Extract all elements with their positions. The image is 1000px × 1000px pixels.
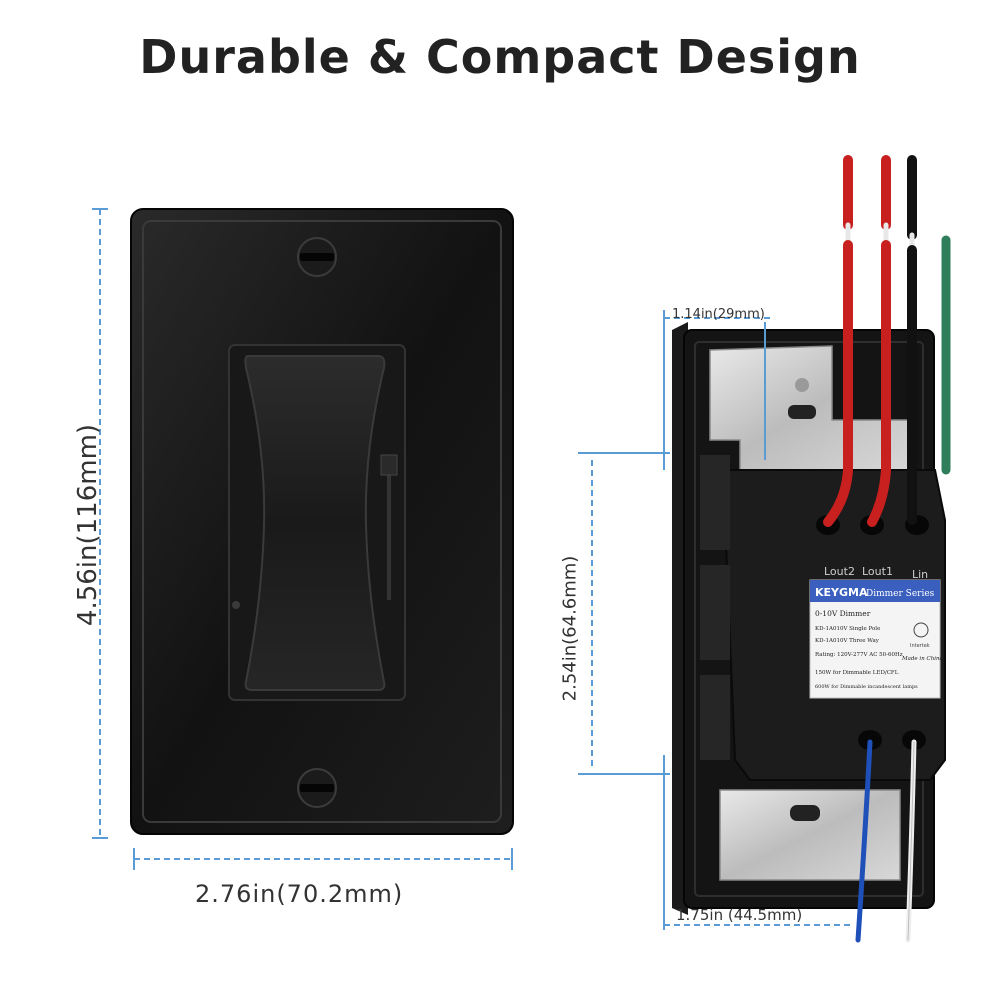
wire-blue-dim — [855, 739, 873, 943]
module-height-dimension-label: 2.54in(64.6mm) — [559, 555, 581, 702]
label-brand: KEYGMA — [815, 586, 868, 599]
wire-white-dim — [905, 739, 917, 943]
depth-dimension-label: 1.14in(29mm) — [672, 307, 765, 322]
label-model-type: 0-10V Dimmer — [815, 609, 871, 618]
label-origin: Made in China — [901, 656, 943, 662]
etl-cert-icon — [913, 622, 929, 638]
wire-red-lout2 — [823, 155, 853, 527]
height-dimension-line — [92, 208, 108, 839]
module-label — [809, 579, 941, 699]
label-line2: KD-1A010V Three Way — [815, 638, 880, 644]
slider-icon — [380, 454, 398, 600]
mounting-strap-bottom — [719, 789, 901, 881]
height-dimension-label: 4.56in(116mm) — [73, 423, 103, 627]
indicator-led-icon — [232, 601, 240, 609]
width-dimension-label: 2.76in(70.2mm) — [195, 880, 404, 908]
terminal-label-lout2: Lout2 — [824, 565, 855, 578]
module-width-dimension-line — [663, 755, 850, 930]
bottom-screw-icon — [297, 768, 337, 808]
dimmer-paddle — [228, 344, 406, 701]
width-dimension-line — [133, 848, 513, 870]
label-load1: 150W for Dimmable LED/CFL — [815, 670, 899, 676]
label-load2: 600W for Dimmable incandescent lamps — [815, 684, 918, 690]
label-cert: Intertek — [910, 643, 930, 649]
module-width-dimension-label: 1.75in (44.5mm) — [676, 906, 803, 924]
terminal-label-lin: Lin — [912, 568, 928, 581]
depth-dimension-line — [663, 310, 770, 470]
module-height-dimension-line — [578, 452, 670, 775]
terminal-label-lout1: Lout1 — [862, 565, 893, 578]
top-screw-icon — [297, 237, 337, 277]
label-line1: KD-1A010V Single Pole — [815, 626, 880, 632]
page-title: Durable & Compact Design — [139, 30, 861, 84]
wire-red-lout1 — [867, 155, 891, 527]
label-series: Dimmer Series — [866, 589, 935, 599]
label-rating: Rating: 120V-277V AC 50-60Hz — [815, 652, 903, 658]
